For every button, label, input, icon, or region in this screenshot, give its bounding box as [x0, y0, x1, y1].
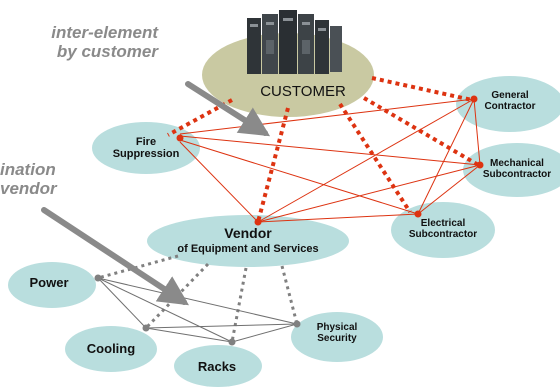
annotation-arrows [41, 81, 271, 306]
link-general-mechanical [473, 98, 481, 166]
customer-image [247, 10, 342, 74]
dot-security [293, 320, 301, 328]
power-ellipse [8, 262, 96, 308]
link-cooling-racks [145, 327, 233, 343]
link-customer-general [371, 76, 473, 102]
arrow-top [185, 81, 271, 137]
link-customer-mechanical [362, 96, 482, 168]
dot-electrical [414, 210, 422, 218]
dot-vendor [254, 218, 262, 226]
mechanical-ellipse [463, 143, 560, 197]
dot-fire [176, 134, 184, 142]
cooling-label: Cooling [86, 341, 136, 356]
link-racks-security [231, 323, 298, 343]
link-vendor-general [257, 98, 475, 223]
link-mechanical-electrical [417, 164, 481, 215]
mechanical-label: Mechanical Subcontractor [482, 158, 552, 180]
arrow-left [41, 207, 190, 306]
physical-security-ellipse [291, 312, 383, 362]
link-power-racks [97, 277, 233, 343]
vendor-title-label: Vendor [224, 225, 272, 241]
physical-security-label: Physical Security [316, 322, 358, 344]
racks-ellipse [174, 345, 262, 387]
link-fire-electrical [179, 139, 419, 215]
racks-label: Racks [197, 359, 237, 374]
annotation-left: ination vendor [0, 160, 57, 198]
electrical-label: Electrical Subcontractor [408, 218, 478, 240]
dot-general [470, 95, 478, 103]
link-power-security [97, 277, 298, 325]
link-general-electrical [417, 98, 475, 215]
gray-mesh-links [97, 277, 298, 343]
general-contractor-label: General Contractor [484, 90, 536, 112]
annotation-top: inter-element by customer [0, 23, 158, 61]
red-mesh-links [179, 98, 481, 223]
dot-cooling [142, 324, 150, 332]
annotation-left-text: ination vendor [0, 160, 57, 199]
gray-node-dots [94, 274, 301, 346]
link-fire-general [179, 98, 475, 135]
customer-label: CUSTOMER [260, 83, 346, 100]
power-label: Power [29, 275, 69, 290]
annotation-top-text: inter-element by customer [51, 23, 158, 62]
vendor-sub-label: of Equipment and Services [177, 243, 319, 255]
fire-suppression-ellipse [92, 122, 200, 174]
link-cooling-security [145, 323, 298, 329]
link-fire-mechanical [179, 135, 481, 166]
link-vendor-electrical [257, 213, 419, 223]
fire-suppression-label: Fire Suppression [112, 136, 180, 161]
general-contractor-ellipse [456, 76, 560, 132]
dot-power [94, 274, 102, 282]
link-vendor-security [280, 265, 299, 325]
link-customer-vendor [256, 107, 290, 223]
red-node-dots [176, 95, 484, 226]
link-customer-electrical [338, 102, 412, 214]
cooling-ellipse [65, 326, 157, 372]
link-vendor-racks [230, 267, 248, 343]
vendor-ellipse [147, 215, 349, 267]
dot-racks [228, 338, 236, 346]
link-vendor-mechanical [257, 164, 481, 223]
customer-dotted-links [167, 76, 482, 223]
link-power-cooling [97, 277, 147, 329]
node-shapes [8, 33, 560, 387]
dot-mechanical [476, 161, 484, 169]
link-fire-vendor [179, 141, 259, 223]
